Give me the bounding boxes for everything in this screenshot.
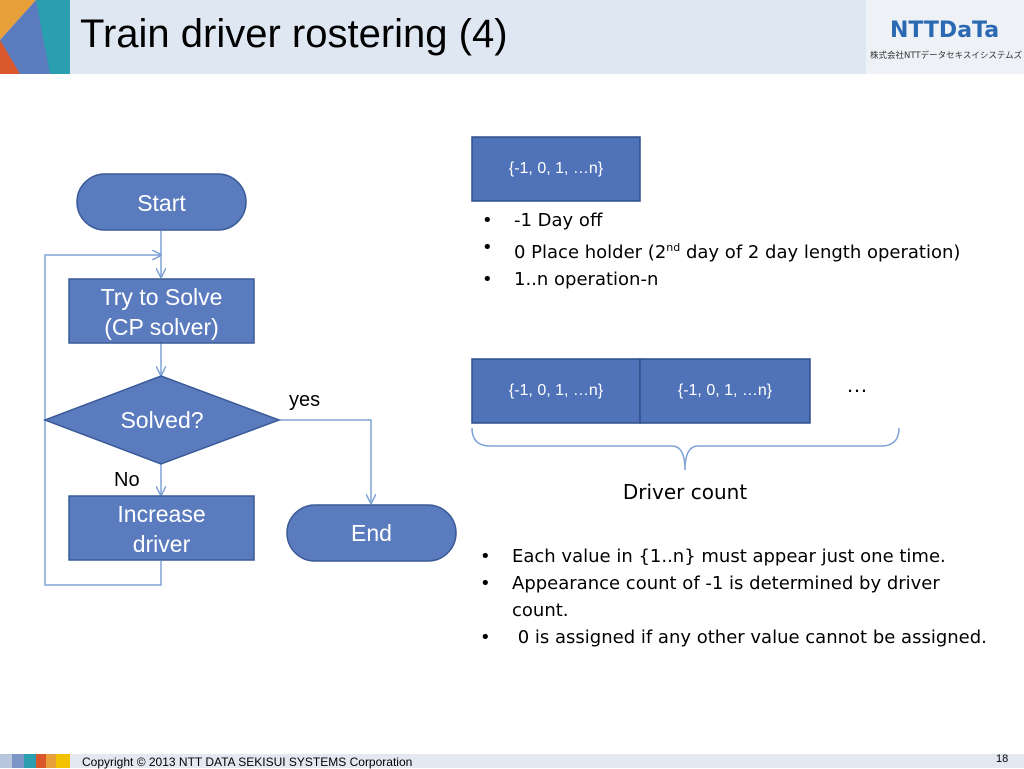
- increase-label-line1: Increase: [117, 501, 206, 527]
- increase-driver-node: [68, 495, 255, 561]
- try-solve-label-line1: Try to Solve: [100, 284, 223, 310]
- driver-count-brace: [471, 427, 900, 471]
- no-label: No: [114, 469, 140, 491]
- try-solve-node: [68, 278, 255, 344]
- domain-bullet: -1 Day off: [474, 207, 1014, 234]
- constraint-bullet: 0 is assigned if any other value cannot …: [472, 624, 992, 651]
- increase-label-line2: driver: [132, 531, 191, 557]
- solved-label: Solved?: [120, 407, 204, 433]
- company-logo: NTTDaTa: [890, 18, 1000, 43]
- start-label: Start: [137, 190, 186, 216]
- logo-area: [866, 0, 1024, 74]
- array-cell-label: {-1, 0, 1, …n}: [508, 382, 604, 399]
- constraint-bullets: Each value in {1..n} must appear just on…: [472, 543, 992, 651]
- company-logo-subtitle: 株式会社NTTデータセキスイシステムズ: [870, 51, 1023, 61]
- page-number: 18: [996, 753, 1009, 765]
- end-label: End: [351, 520, 392, 546]
- domain-bullet: 1..n operation-n: [474, 266, 1014, 293]
- footer-accent-graphic: [0, 754, 70, 768]
- array-ellipsis: …: [846, 372, 868, 397]
- driver-count-label: Driver count: [622, 480, 748, 504]
- copyright-text: Copyright © 2013 NTT DATA SEKISUI SYSTEM…: [82, 755, 413, 769]
- try-solve-label-line2: (CP solver): [104, 314, 219, 340]
- yes-label: yes: [289, 389, 321, 411]
- connector-solved-to-end: [279, 419, 371, 503]
- slide-header: [0, 0, 1024, 74]
- end-node: [286, 504, 457, 562]
- array-cell-label: {-1, 0, 1, …n}: [677, 382, 773, 399]
- constraint-bullet: Each value in {1..n} must appear just on…: [472, 543, 992, 570]
- start-node: [76, 173, 247, 231]
- slide-title: Train driver rostering (4): [80, 12, 508, 56]
- domain-box-label: {-1, 0, 1, …n}: [508, 160, 604, 177]
- domain-bullets: -1 Day off 0 Place holder (2nd day of 2 …: [474, 207, 1014, 293]
- slide-footer: [0, 754, 1024, 768]
- solved-decision-node: [42, 375, 282, 465]
- array-cell: [639, 358, 811, 424]
- domain-bullet: 0 Place holder (2nd day of 2 day length …: [474, 234, 1014, 266]
- connector-increase-loop-back: [44, 255, 161, 586]
- domain-box: [471, 136, 641, 202]
- constraint-bullet: Appearance count of -1 is determined by …: [472, 570, 992, 624]
- connectors: [44, 231, 371, 586]
- header-accent-graphic: [0, 0, 70, 74]
- array-cell: [471, 358, 641, 424]
